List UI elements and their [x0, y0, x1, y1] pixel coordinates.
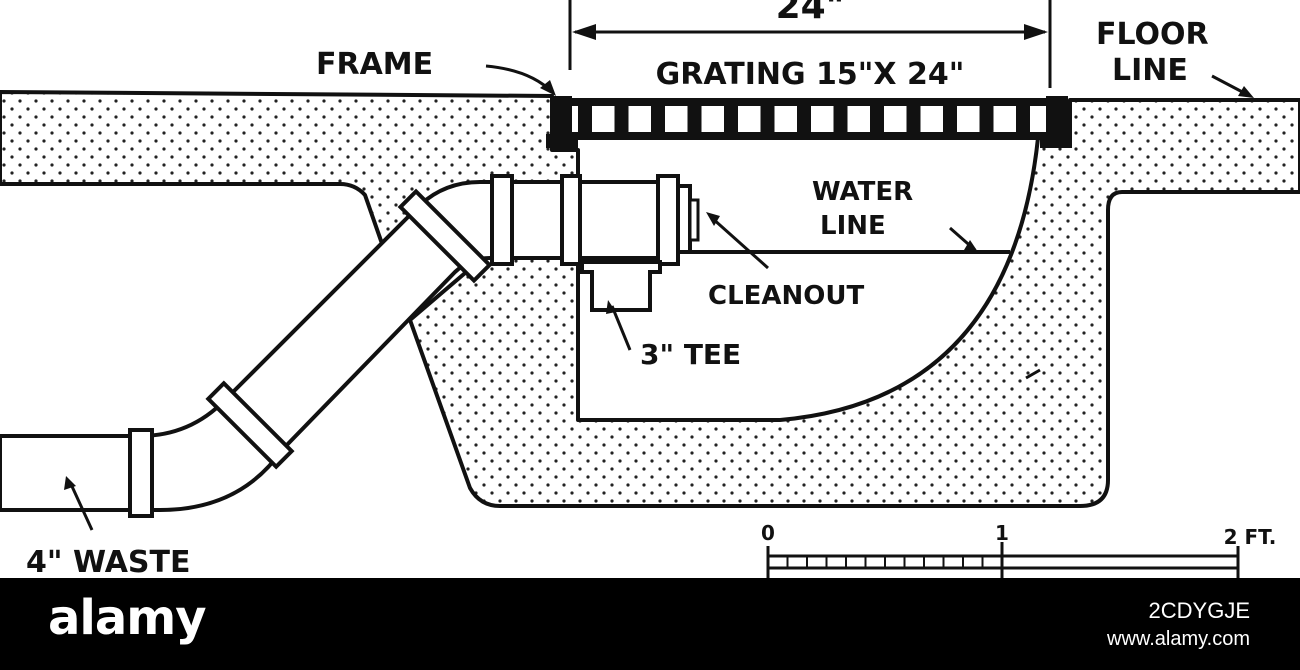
tee-outlet: [580, 260, 662, 312]
water-line-label-2: LINE: [820, 211, 886, 241]
tee-label: 3" TEE: [640, 338, 741, 371]
scale-bar: [766, 542, 1240, 578]
scale-zero-label: 0: [761, 521, 775, 545]
scale-one-label: 1: [995, 521, 1009, 545]
grating-label: GRATING 15"X 24": [656, 57, 965, 92]
waste-pipe: [0, 174, 700, 518]
grating-bars: [572, 98, 1048, 140]
grating-bar: [979, 98, 994, 140]
frame-label: FRAME: [316, 47, 433, 82]
grating-bar: [870, 98, 884, 140]
grating-bar: [724, 98, 738, 140]
floor-line-label-1: FLOOR: [1096, 17, 1209, 52]
grating-bar: [687, 98, 702, 140]
site-url: www.alamy.com: [1107, 628, 1250, 650]
pipe-coupling: [490, 174, 514, 266]
grating-bar: [651, 98, 665, 140]
grating-bar: [797, 98, 811, 140]
pipe-coupling: [397, 188, 493, 284]
grating-bar: [578, 98, 592, 140]
pipe-coupling: [128, 428, 154, 518]
floor-line-label-2: LINE: [1112, 53, 1188, 88]
cleanout-label: CLEANOUT: [708, 281, 865, 311]
grating-frame: [546, 96, 1072, 148]
grating-bar: [614, 98, 629, 140]
pipe-coupling: [205, 380, 295, 470]
dimension-line: [568, 0, 1052, 88]
cleanout-plug: [676, 184, 692, 254]
alamy-logo: alamy: [48, 590, 207, 646]
leader-arrowheads: [64, 80, 1254, 490]
image-id: 2CDYGJE: [1148, 598, 1250, 623]
grating-bar: [1016, 98, 1030, 140]
scale-two-label: 2 FT.: [1224, 525, 1277, 549]
waste-label: 4" WASTE: [26, 545, 190, 578]
dimension-label: 24": [776, 0, 845, 27]
water-line-label-1: WATER: [812, 177, 913, 207]
grating-bar: [760, 98, 775, 140]
watermark-footer: alamy 2CDYGJE www.alamy.com: [0, 578, 1300, 670]
cleanout-plug: [688, 198, 700, 242]
pipe-coupling: [656, 174, 680, 266]
grating-bar: [943, 98, 957, 140]
grating-bar: [833, 98, 848, 140]
grating-bar: [906, 98, 921, 140]
drain-cross-section-diagram: 24" FRAME GRATING 15"X 24" FLOOR LINE WA…: [0, 0, 1300, 578]
pipe-coupling: [560, 174, 582, 266]
